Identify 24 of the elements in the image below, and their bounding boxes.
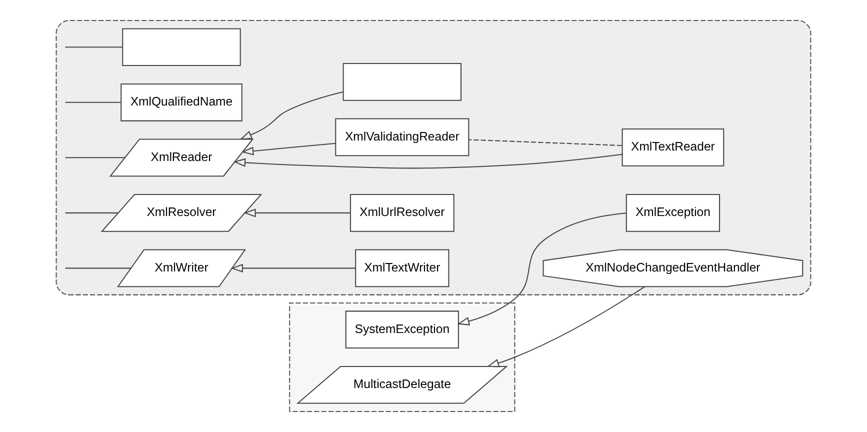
connector <box>469 139 622 146</box>
connector <box>65 102 121 103</box>
arrow <box>240 91 344 140</box>
arrow <box>486 286 645 368</box>
node-box <box>342 63 462 101</box>
connector <box>65 46 122 48</box>
arrow <box>244 208 350 218</box>
connector <box>65 157 125 158</box>
node-box: XmlUrlResolver <box>350 194 454 232</box>
node-box: XmlTextReader <box>622 128 724 166</box>
arrow <box>241 142 336 156</box>
arrow <box>457 212 626 326</box>
arrow <box>230 264 356 272</box>
cluster <box>289 302 516 412</box>
node-box: XmlTextWriter <box>355 249 450 288</box>
node-box: XmlQualifiedName <box>120 83 242 122</box>
node-box: XmlValidatingReader <box>335 118 470 156</box>
cluster <box>56 20 812 296</box>
node-box <box>122 28 241 66</box>
node-box: XmlException <box>626 194 720 232</box>
connector <box>65 212 118 214</box>
node-box: SystemException <box>345 310 459 349</box>
arrow <box>233 154 622 169</box>
connector <box>65 268 131 269</box>
